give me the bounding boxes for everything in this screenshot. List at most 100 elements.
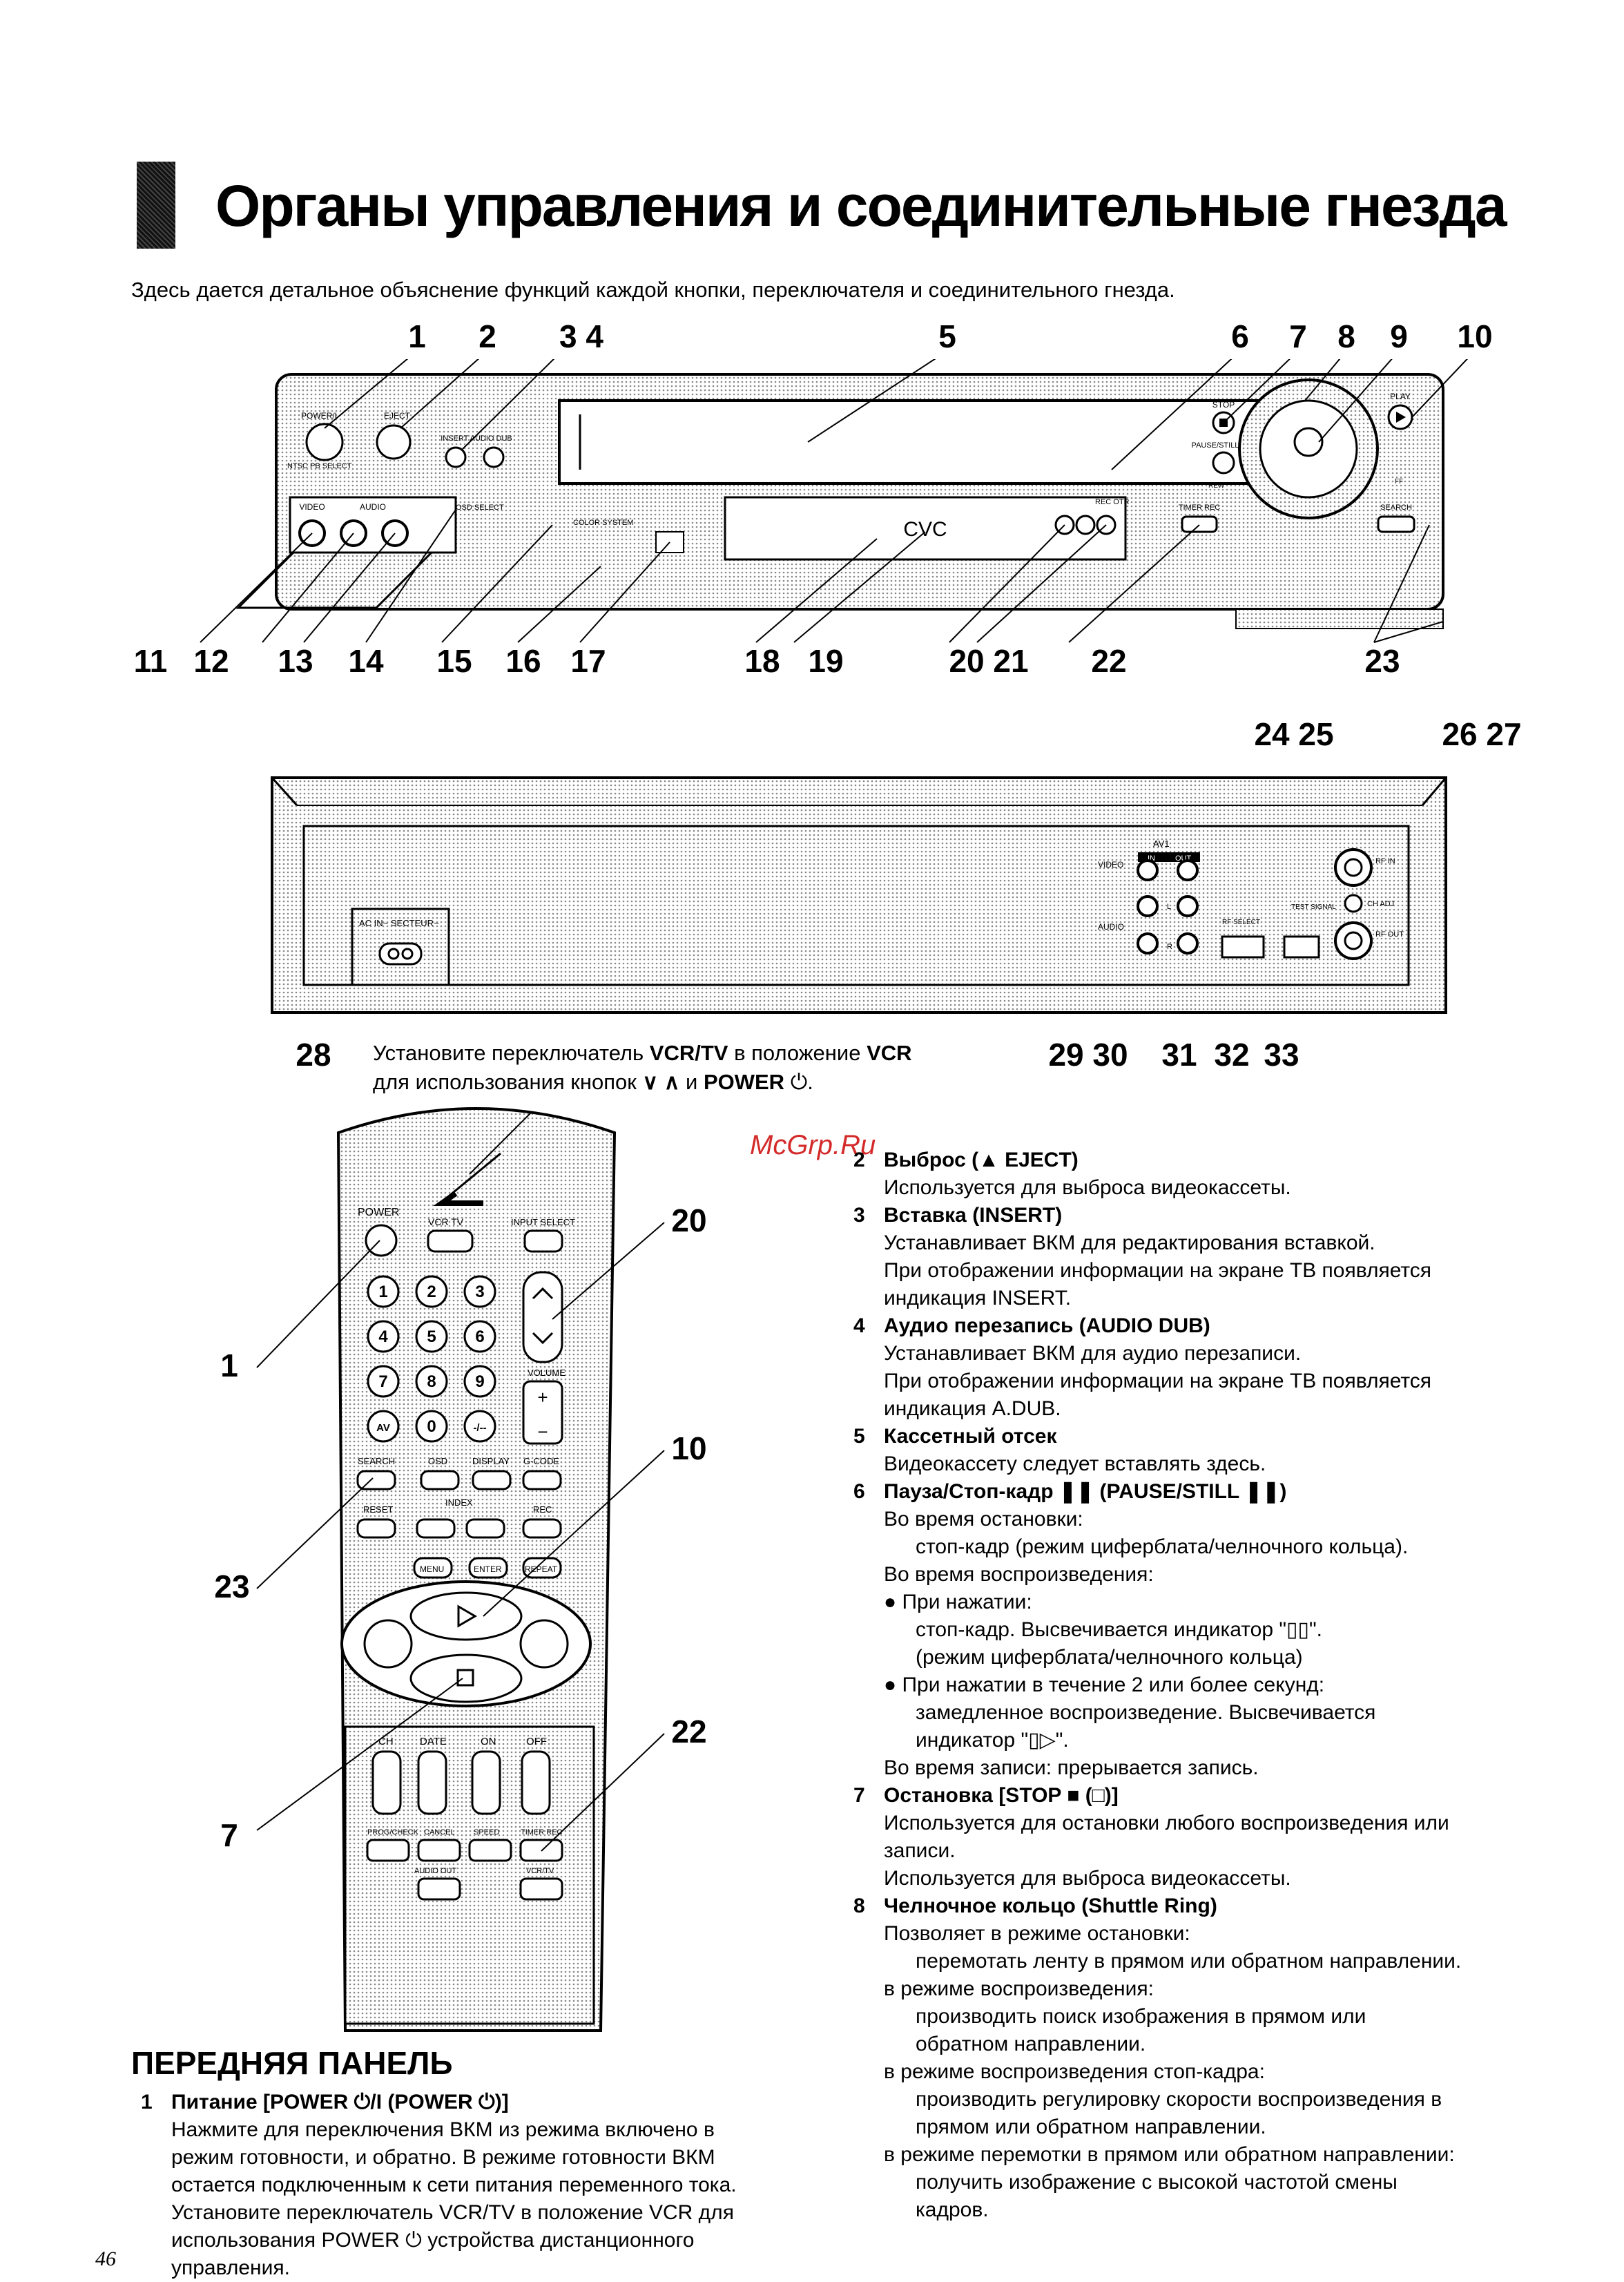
callout-front-bottom: 14 xyxy=(348,643,384,679)
svg-text:NTSC PB SELECT: NTSC PB SELECT xyxy=(287,462,352,470)
svg-text:REC OTR: REC OTR xyxy=(1095,498,1130,506)
svg-text:AV: AV xyxy=(376,1422,390,1434)
svg-text:IN: IN xyxy=(1148,854,1155,863)
callout-front-top: 8 xyxy=(1337,318,1355,354)
callout-rear-top: 24 25 xyxy=(1254,716,1334,752)
callout-rear-bottom: 33 xyxy=(1264,1037,1299,1073)
svg-text:AC IN~ SECTEUR~: AC IN~ SECTEUR~ xyxy=(359,918,439,928)
svg-text:RF SELECT: RF SELECT xyxy=(1222,919,1260,926)
item-text: в режиме воспроизведения: xyxy=(884,1977,1154,2000)
svg-text:PAUSE/STILL: PAUSE/STILL xyxy=(1192,441,1239,450)
insert-button xyxy=(445,446,467,468)
item-title: Выброс (▲ EJECT) xyxy=(884,1149,1079,1171)
svg-text:ON: ON xyxy=(481,1736,496,1747)
item-text: При отображении информации на экране ТВ … xyxy=(884,1370,1432,1392)
svg-text:REW: REW xyxy=(1208,482,1225,490)
svg-text:ENTER: ENTER xyxy=(474,1564,502,1574)
svg-text:TIMER REC: TIMER REC xyxy=(1179,504,1221,512)
item-text: замедленное воспроизведение. Высвечивает… xyxy=(916,1701,1376,1724)
rear-panel-figure: AC IN~ SECTEUR~ AV1 IN OUT VIDEO AUDIO L… xyxy=(271,776,1447,1014)
svg-text:REC: REC xyxy=(533,1504,552,1515)
svg-text:CANCEL: CANCEL xyxy=(424,1828,455,1837)
svg-text:DISPLAY: DISPLAY xyxy=(472,1456,510,1466)
callout-front-bottom: 18 xyxy=(744,643,780,679)
svg-text:VOLUME: VOLUME xyxy=(528,1368,566,1378)
item-title: Питание [POWER ⏻/I (POWER ⏻)] xyxy=(171,2091,509,2113)
callout-rear-bottom: 32 xyxy=(1214,1037,1250,1073)
svg-text:FF: FF xyxy=(1395,478,1403,486)
svg-text:9: 9 xyxy=(475,1372,484,1391)
item-title: Вставка (INSERT) xyxy=(884,1204,1063,1227)
item-text: в режиме воспроизведения стоп-кадра: xyxy=(884,2060,1265,2083)
svg-text:G-CODE: G-CODE xyxy=(523,1456,559,1466)
svg-text:DATE: DATE xyxy=(420,1736,447,1747)
svg-text:RF OUT: RF OUT xyxy=(1375,930,1404,939)
cvc-label: CVC xyxy=(903,518,947,541)
page-number: 46 xyxy=(95,2247,116,2270)
svg-text:7: 7 xyxy=(378,1372,387,1391)
svg-text:VIDEO: VIDEO xyxy=(1098,860,1123,870)
item-text: индикация A.DUB. xyxy=(884,1397,1061,1420)
svg-text:COLOR SYSTEM: COLOR SYSTEM xyxy=(573,519,633,527)
eject-button xyxy=(376,424,412,460)
item-title: Кассетный отсек xyxy=(884,1425,1057,1448)
item-text: остается подключенным к сети питания пер… xyxy=(171,2174,737,2196)
svg-text:INPUT SELECT: INPUT SELECT xyxy=(511,1217,575,1227)
callout-front-top: 5 xyxy=(938,318,956,354)
svg-text:EJECT: EJECT xyxy=(384,411,411,421)
item-text: кадров. xyxy=(916,2198,989,2221)
callout-front-top: 6 xyxy=(1231,318,1249,354)
svg-text:SEARCH: SEARCH xyxy=(1380,504,1412,512)
callout-remote-right: 10 xyxy=(671,1430,707,1466)
svg-text:−: − xyxy=(537,1421,548,1442)
svg-text:3: 3 xyxy=(475,1283,484,1301)
page-subtitle: Здесь дается детальное объяснение функци… xyxy=(131,278,1175,302)
callout-front-bottom: 17 xyxy=(570,643,606,679)
page-title: Органы управления и соединительные гнезд… xyxy=(215,173,1507,238)
callout-remote-right: 22 xyxy=(671,1714,707,1749)
item-text: Устанавливает ВКМ для аудио перезаписи. xyxy=(884,1342,1302,1365)
svg-text:6: 6 xyxy=(475,1327,484,1346)
item-title: Пауза/Стоп-кадр ❚❚ (PAUSE/STILL ❚❚) xyxy=(884,1480,1287,1503)
item-text: Во время записи: прерывается запись. xyxy=(884,1756,1259,1779)
item-title: Аудио перезапись (AUDIO DUB) xyxy=(884,1314,1210,1337)
svg-text:0: 0 xyxy=(427,1417,436,1436)
item-text: Устанавливает ВКМ для редактирования вст… xyxy=(884,1231,1375,1254)
item-number: 6 xyxy=(853,1480,865,1503)
item-text: перемотать ленту в прямом или обратном н… xyxy=(916,1950,1462,1973)
svg-text:MENU: MENU xyxy=(420,1564,444,1574)
title-marker xyxy=(137,162,175,249)
callout-front-top: 10 xyxy=(1457,318,1493,354)
svg-text:4: 4 xyxy=(378,1327,388,1346)
section-title: ПЕРЕДНЯЯ ПАНЕЛЬ xyxy=(131,2045,453,2081)
item-text: Во время остановки: xyxy=(884,1508,1083,1531)
item-text: Позволяет в режиме остановки: xyxy=(884,1922,1190,1945)
callout-remote-left: 7 xyxy=(220,1817,238,1853)
item-number: 7 xyxy=(853,1784,865,1807)
callout-front-bottom: 12 xyxy=(193,643,229,679)
svg-text:INDEX: INDEX xyxy=(445,1497,473,1508)
callout-front-bottom: 11 xyxy=(133,643,168,679)
svg-text:AUDIO OUT: AUDIO OUT xyxy=(414,1867,456,1875)
watermark: McGrp.Ru xyxy=(750,1130,876,1160)
item-text: обратном направлении. xyxy=(916,2033,1146,2055)
item-number: 3 xyxy=(853,1204,865,1227)
callout-front-bottom: 22 xyxy=(1091,643,1127,679)
svg-text:8: 8 xyxy=(427,1372,436,1391)
item-text: производить поиск изображения в прямом и… xyxy=(916,2005,1366,2028)
svg-text:TIMER REC: TIMER REC xyxy=(521,1828,563,1837)
callout-front-bottom: 15 xyxy=(436,643,472,679)
svg-text:STOP: STOP xyxy=(1212,400,1235,410)
svg-text:5: 5 xyxy=(427,1327,436,1346)
item-text: в режиме перемотки в прямом или обратном… xyxy=(884,2143,1455,2166)
callout-rear-bottom: 28 xyxy=(296,1037,331,1073)
callout-front-bottom: 16 xyxy=(505,643,541,679)
svg-text:AUDIO: AUDIO xyxy=(360,502,386,512)
remote-control-figure: POWER VCR TV INPUT SELECT 1 2 3 4 5 6 7 … xyxy=(256,1107,665,2032)
audio-dub-button xyxy=(483,446,505,468)
item-text: Установите переключатель VCR/TV в положе… xyxy=(171,2201,734,2224)
svg-text:POWER: POWER xyxy=(358,1207,399,1218)
svg-text:CH ADJ: CH ADJ xyxy=(1367,900,1394,908)
item-text: При отображении информации на экране ТВ … xyxy=(884,1259,1432,1282)
svg-text:L: L xyxy=(1167,903,1171,911)
